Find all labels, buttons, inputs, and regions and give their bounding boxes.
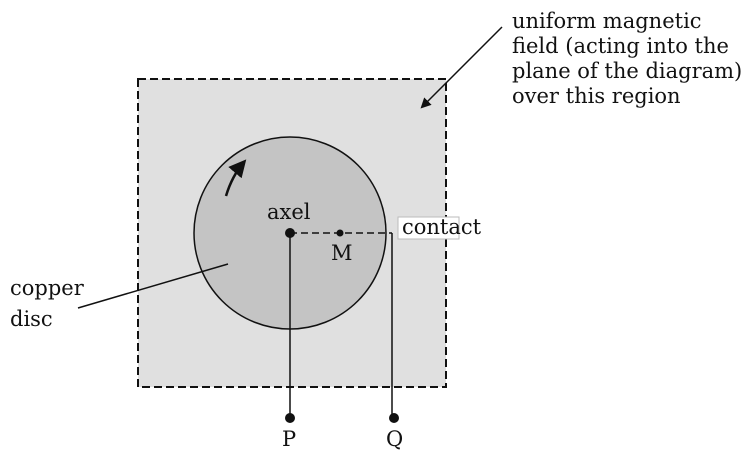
axel-label: axel [267, 200, 311, 224]
m-dot [336, 229, 344, 237]
field-label-line-2: field (acting into the [512, 34, 729, 58]
p-label: P [282, 427, 296, 451]
field-label-line-3: plane of the diagram) [512, 59, 742, 83]
p-terminal-dot [285, 413, 295, 423]
field-label-line-1: uniform magnetic [512, 9, 702, 33]
q-label: Q [386, 427, 403, 451]
field-pointer-line [420, 26, 503, 109]
rotation-arrow [224, 159, 247, 197]
q-terminal-dot [389, 413, 399, 423]
copper-disc-label-line-2: disc [10, 307, 53, 331]
copper-disc-label-line-1: copper [10, 276, 85, 300]
axel-dot [285, 228, 295, 238]
contact-label: contact [402, 215, 482, 239]
field-label-line-4: over this region [512, 84, 681, 108]
m-label: M [331, 241, 353, 265]
contact-label-box [397, 216, 460, 240]
copper-pointer-line [77, 263, 229, 309]
